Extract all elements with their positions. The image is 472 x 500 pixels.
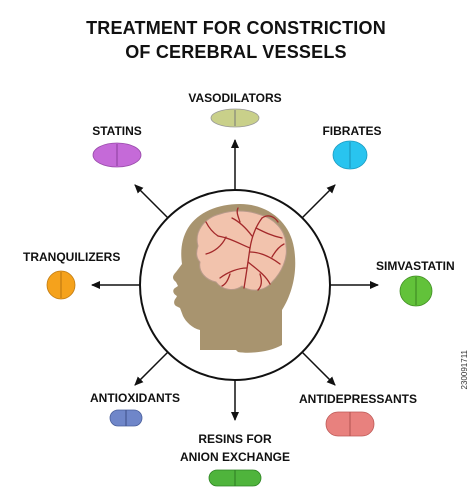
pill-antidepressants [325,411,375,437]
pill-statins [92,142,142,168]
label-tranquilizers: TRANQUILIZERS [23,250,121,264]
pill-simvastatin [399,275,433,307]
arrow-statins [134,184,169,219]
label-fibrates: FIBRATES [322,124,382,138]
label-resins-line2: ANION EXCHANGE [179,450,291,464]
brain-icon [196,210,287,291]
label-antioxidants: ANTIOXIDANTS [90,391,180,405]
label-antidepressants: ANTIDEPRESSANTS [299,392,418,406]
arrow-antidepressants [301,351,336,386]
pill-antioxidants [109,409,143,427]
pill-resins [208,469,262,487]
label-simvastatin: SIMVASTATIN [376,259,455,273]
label-vasodilators: VASODILATORS [188,91,282,105]
vessels-icon [205,207,285,291]
pill-tranquilizers [46,270,76,300]
pill-vasodilators [210,108,260,128]
label-statins: STATINS [92,124,142,138]
page-title-line2: OF CEREBRAL VESSELS [125,42,347,62]
pill-fibrates [332,140,368,170]
label-resins-line1: RESINS FOR [198,432,272,446]
arrow-fibrates [301,184,336,219]
arrow-antioxidants [134,351,169,386]
stock-id: 230091711 [460,350,469,390]
page-title-line1: TREATMENT FOR CONSTRICTION [86,18,386,38]
